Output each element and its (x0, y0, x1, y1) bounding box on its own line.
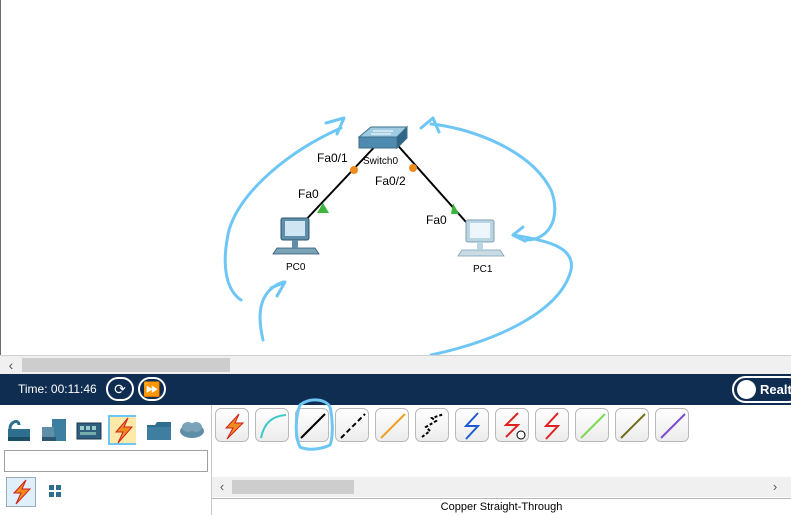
cable-coaxial-button[interactable] (455, 408, 489, 442)
device-type-selection-box: ‹ › Copper Straight-Through (0, 398, 791, 515)
selected-cable-label: Copper Straight-Through (212, 498, 791, 515)
octal-cable-icon (580, 413, 606, 439)
components-icon[interactable] (75, 415, 103, 445)
usb-cable-icon (660, 413, 686, 439)
power-cycle-icon: ⟳ (114, 381, 126, 397)
workspace-hscrollbar[interactable]: ‹ (0, 355, 791, 374)
logical-workspace[interactable]: Switch0 PC0 PC1 Fa0/1 Fa0/2 Fa0 Fa0 (0, 0, 791, 355)
coaxial-cable-icon (463, 412, 481, 440)
pc0-icon[interactable] (272, 217, 320, 255)
end-devices-icon[interactable] (40, 415, 68, 445)
link-pc0-switch0[interactable] (300, 139, 382, 226)
port-label-sw-fa01: Fa0/1 (317, 151, 348, 165)
simulation-time-bar: Time: 00:11:46 ⟳ ⏩ Realtime (0, 374, 791, 405)
cable-selection-panel: ‹ › Copper Straight-Through (212, 398, 791, 515)
cable-fiber-button[interactable] (375, 408, 409, 442)
fast-forward-icon: ⏩ (143, 381, 161, 397)
fast-forward-button[interactable]: ⏩ (138, 377, 166, 401)
pc1-icon[interactable] (457, 219, 505, 257)
cable-auto-button[interactable] (215, 408, 249, 442)
scroll-left-icon[interactable]: ‹ (219, 479, 225, 494)
straight-through-cable-icon (300, 413, 326, 439)
annotation-strokes (223, 116, 573, 355)
link-status-pc1-fa0 (451, 203, 459, 214)
cable-phone-button[interactable] (415, 408, 449, 442)
cable-iot-custom-button[interactable] (615, 408, 649, 442)
grid-view-icon[interactable] (46, 477, 76, 507)
realtime-mode-button[interactable]: Realtime (732, 376, 791, 403)
connections-subtype-icon[interactable] (6, 477, 36, 507)
console-cable-icon (260, 414, 287, 439)
realtime-label: Realtime (760, 382, 791, 397)
device-category-panel (0, 405, 212, 515)
serial-dte-cable-icon (543, 412, 561, 440)
link-status-sw-fa01 (350, 166, 358, 174)
fiber-cable-icon (380, 413, 406, 439)
cable-cross-over-button[interactable] (335, 408, 369, 442)
cable-usb-button[interactable] (655, 408, 689, 442)
switch0-icon[interactable] (357, 125, 409, 150)
cable-scroll-thumb[interactable] (232, 480, 354, 494)
cable-octal-button[interactable] (575, 408, 609, 442)
port-label-pc0-fa0: Fa0 (298, 187, 319, 201)
phone-cable-icon (421, 413, 445, 438)
iot-custom-cable-icon (620, 413, 646, 439)
port-label-pc1-fa0: Fa0 (426, 213, 447, 227)
pc0-label: PC0 (286, 262, 306, 273)
cable-panel-hscrollbar[interactable]: ‹ › (212, 477, 791, 497)
connections-icon[interactable] (108, 415, 136, 445)
scroll-left-icon[interactable]: ‹ (8, 357, 14, 373)
cable-serial-dce-button[interactable] (495, 408, 529, 442)
pc1-label: PC1 (473, 264, 493, 275)
cable-serial-dte-button[interactable] (535, 408, 569, 442)
workspace-scroll-thumb[interactable] (22, 358, 230, 372)
multiuser-connection-icon[interactable] (178, 415, 206, 445)
time-label: Time: 00:11:46 (18, 382, 97, 396)
link-status-sw-fa02 (409, 164, 417, 172)
miscellaneous-icon[interactable] (145, 415, 173, 445)
device-search-input[interactable] (4, 450, 208, 472)
switch0-label: Switch0 (363, 156, 398, 167)
clock-icon (737, 380, 756, 399)
power-cycle-button[interactable]: ⟳ (106, 377, 134, 401)
cable-console-button[interactable] (255, 408, 289, 442)
auto-connection-icon (224, 413, 245, 440)
network-devices-icon[interactable] (5, 415, 33, 445)
annotation-highlight (294, 398, 334, 451)
link-status-pc0-fa0 (317, 203, 329, 213)
serial-dce-cable-icon (503, 412, 526, 440)
scroll-right-icon[interactable]: › (772, 479, 778, 494)
port-label-sw-fa02: Fa0/2 (375, 174, 406, 188)
cross-over-cable-icon (340, 413, 366, 439)
